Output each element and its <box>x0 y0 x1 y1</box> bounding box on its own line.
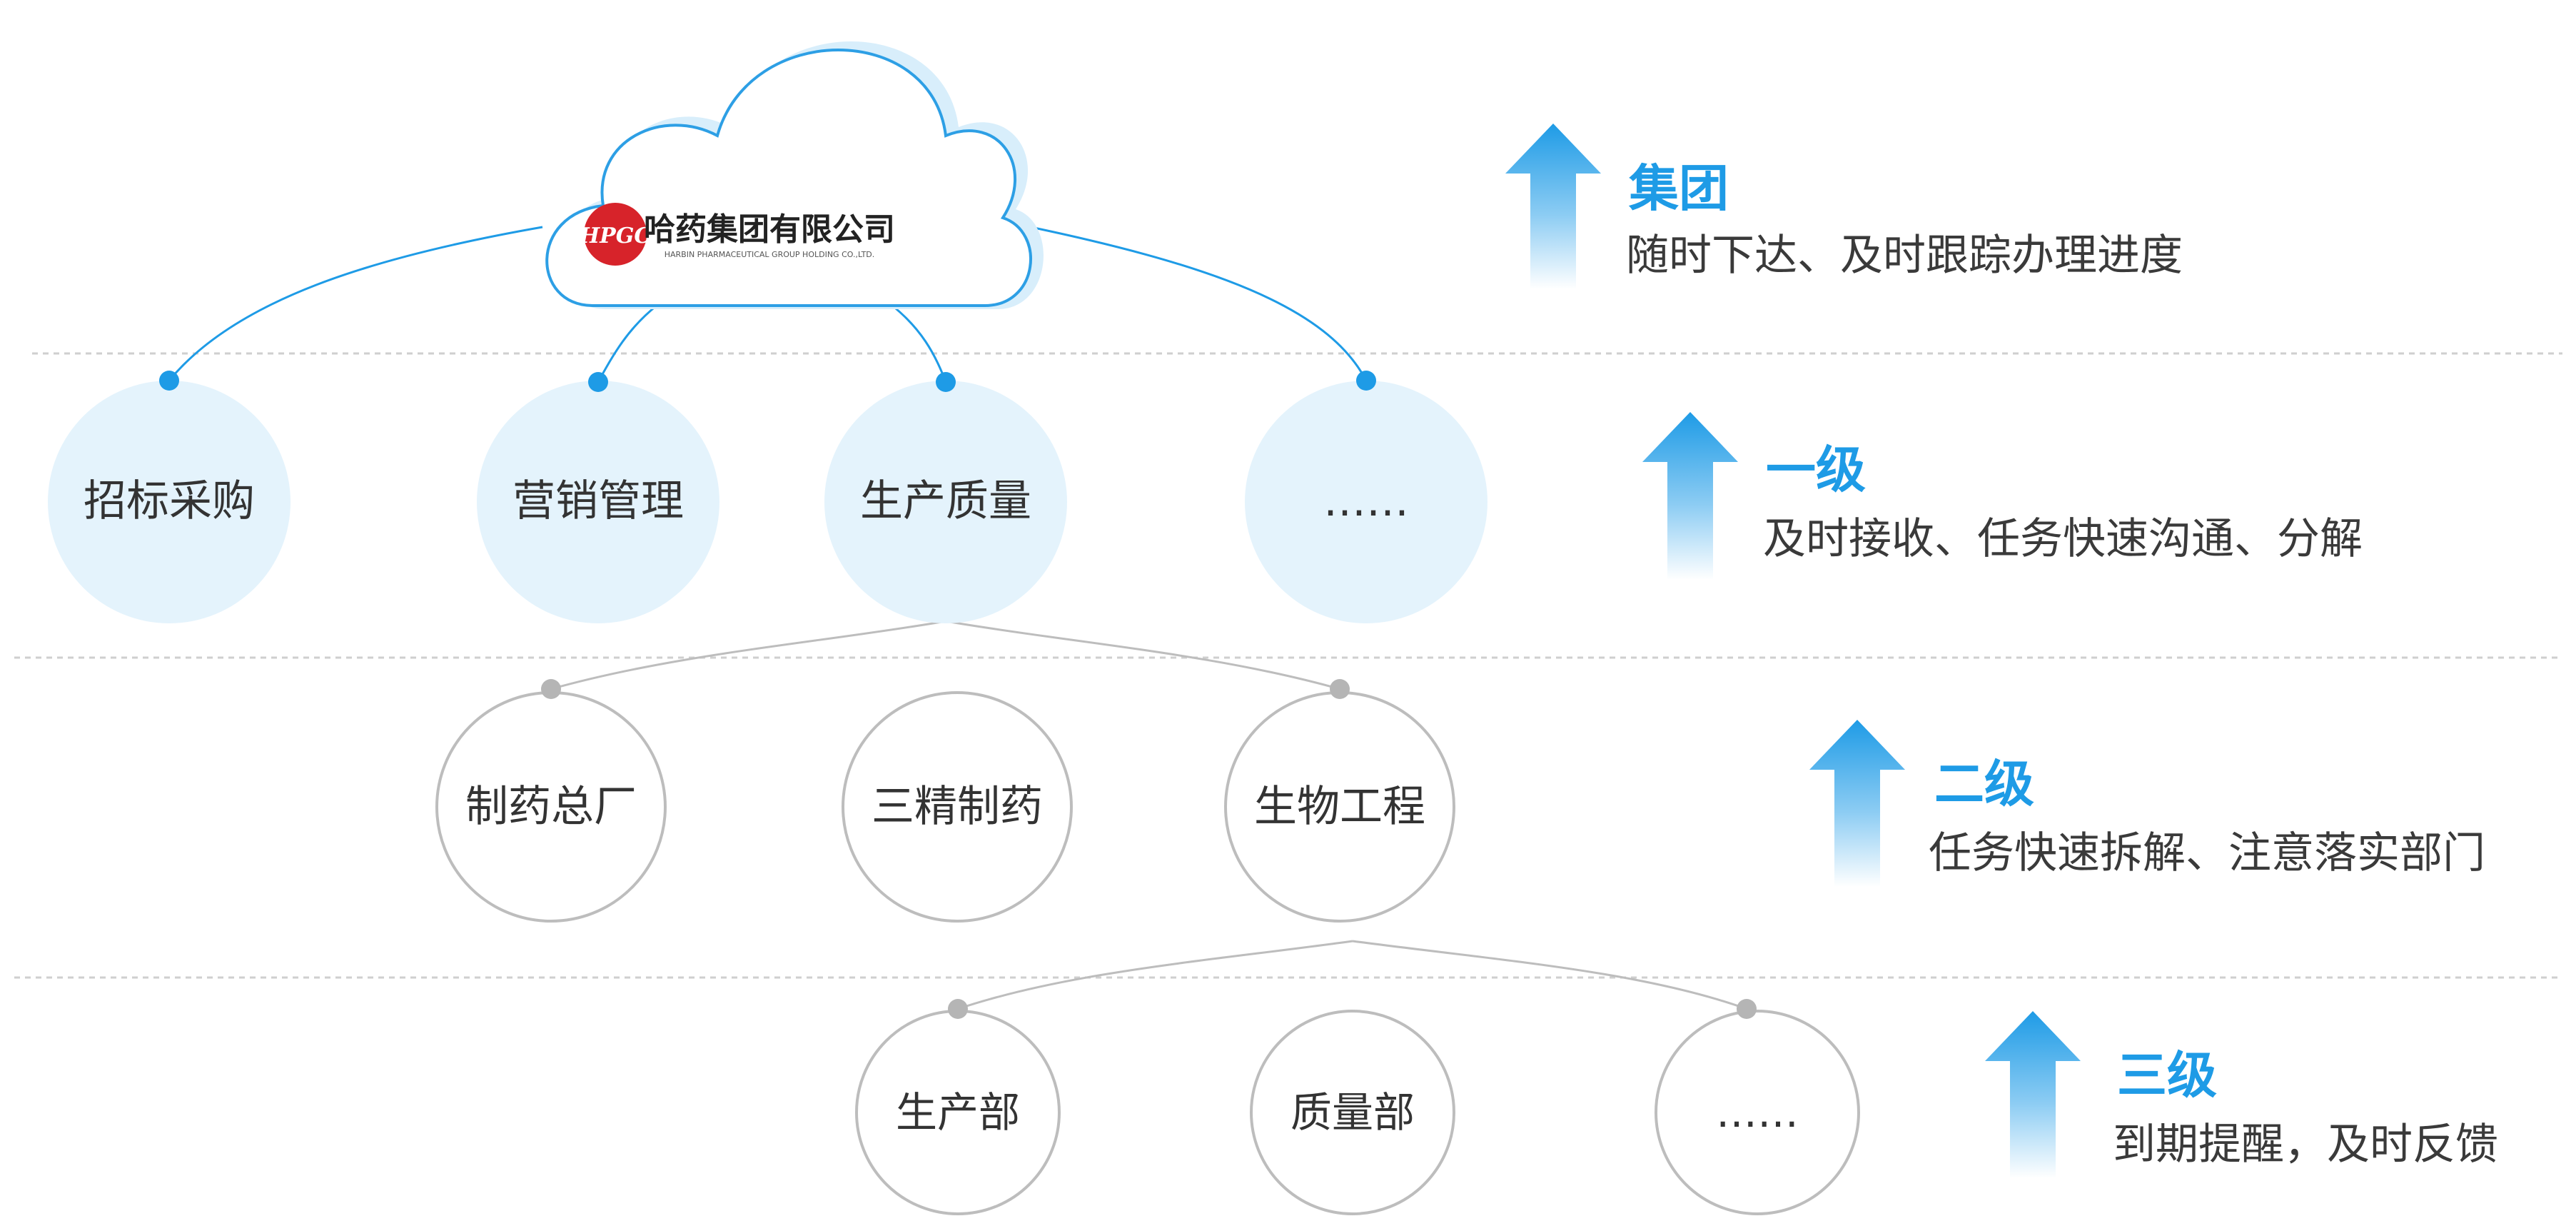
tier2-node-2: 三精制药 <box>842 691 1073 923</box>
tier2-node-label: 生物工程 <box>1254 782 1425 832</box>
level-description: 到期提醒，及时反馈 <box>2113 1120 2498 1170</box>
connector-tier3-left <box>957 940 1353 1010</box>
tier1-node-1: 招标采购 <box>48 381 291 623</box>
tier1-node-bg <box>48 381 291 623</box>
level-tier3: 三级 到期提醒，及时反馈 <box>1985 1011 2498 1178</box>
tier1-nodes: 招标采购 营销管理 生产质量 …… <box>48 371 1487 623</box>
tier3-connectors <box>957 940 1747 1010</box>
level-description: 及时接收、任务快速沟通、分解 <box>1763 514 2363 564</box>
tier3-node-label: 生产部 <box>896 1088 1020 1137</box>
level-legend: 集团 随时下达、及时跟踪办理进度 一级 及时接收、任务快速沟通、分解 二级 任务… <box>1505 124 2498 1178</box>
tier1-node-3: 生产质量 <box>824 381 1067 623</box>
connector-tier2-left <box>550 620 946 690</box>
level-title: 一级 <box>1766 441 1866 499</box>
tier2-node-1: 制药总厂 <box>435 691 667 923</box>
level-group: 集团 随时下达、及时跟踪办理进度 <box>1505 124 2183 289</box>
tier2-dot-left <box>541 679 561 699</box>
tier1-node-bg <box>1245 381 1487 623</box>
level-title: 三级 <box>2117 1046 2217 1105</box>
connector-tier1-3 <box>892 304 947 383</box>
tier2-connectors <box>550 620 1340 690</box>
up-arrow-icon <box>1809 720 1905 887</box>
up-arrow-icon <box>1642 412 1738 580</box>
level-tier1: 一级 及时接收、任务快速沟通、分解 <box>1642 412 2363 580</box>
level-title: 二级 <box>1934 755 2034 813</box>
cloud-connectors <box>168 221 1368 383</box>
level-description: 任务快速拆解、注意落实部门 <box>1929 828 2485 878</box>
tier1-dot-3 <box>936 372 956 392</box>
tier3-node-ring <box>1250 1010 1455 1215</box>
tier-separators <box>14 352 2562 979</box>
tier3-node-2: 质量部 <box>1250 1010 1455 1215</box>
company-logo: HPGC 哈药集团有限公司 HARBIN PHARMACEUTICAL GROU… <box>579 203 895 266</box>
level-tier2: 二级 任务快速拆解、注意落实部门 <box>1809 720 2485 887</box>
tier3-dot-right <box>1737 999 1757 1019</box>
connector-tier3-right <box>1352 940 1747 1010</box>
level-title: 集团 <box>1628 159 1729 218</box>
tier1-dot-2 <box>588 372 608 392</box>
company-name-en: HARBIN PHARMACEUTICAL GROUP HOLDING CO.,… <box>665 250 875 259</box>
tier1-node-label: …… <box>1323 476 1409 526</box>
connector-tier1-4 <box>1009 221 1368 381</box>
tier1-node-bg <box>477 381 719 623</box>
tier1-node-4: …… <box>1245 381 1487 623</box>
tier1-dot-4 <box>1356 371 1376 391</box>
connector-tier2-right <box>945 620 1340 690</box>
group-cloud: HPGC 哈药集团有限公司 HARBIN PHARMACEUTICAL GROU… <box>545 41 1044 309</box>
tier2-nodes: 制药总厂 三精制药 生物工程 <box>435 679 1455 923</box>
logo-circle <box>584 203 647 266</box>
up-arrow-icon <box>1505 124 1601 289</box>
logo-brand-mark: HPGC <box>579 223 652 248</box>
tier3-node-label: 质量部 <box>1290 1088 1415 1137</box>
tier2-node-ring <box>842 691 1073 923</box>
tier2-node-label: 制药总厂 <box>465 782 637 832</box>
cloud-shape <box>545 49 1032 307</box>
tier1-node-label: 生产质量 <box>860 476 1031 526</box>
tier3-dot-left <box>948 999 968 1019</box>
tier1-node-label: 招标采购 <box>84 476 255 526</box>
tier2-dot-right <box>1330 679 1350 699</box>
tier3-node-ring <box>1655 1010 1860 1215</box>
tier1-node-bg <box>824 381 1067 623</box>
level-description: 随时下达、及时跟踪办理进度 <box>1626 231 2183 281</box>
tier2-node-3: 生物工程 <box>1224 691 1455 923</box>
tier3-node-label: …… <box>1716 1088 1799 1137</box>
tier1-dot-1 <box>159 371 179 391</box>
tier2-node-label: 三精制药 <box>872 782 1043 832</box>
company-name: 哈药集团有限公司 <box>644 211 895 248</box>
tier3-node-1: 生产部 <box>855 1010 1061 1215</box>
connector-tier1-2 <box>597 304 657 383</box>
tier1-node-2: 营销管理 <box>477 381 719 623</box>
up-arrow-icon <box>1985 1011 2081 1178</box>
tier3-nodes: 生产部 质量部 …… <box>855 999 1860 1215</box>
tier3-node-3: …… <box>1655 1010 1860 1215</box>
connector-tier1-1 <box>168 226 543 381</box>
tier1-node-label: 营销管理 <box>512 476 684 526</box>
